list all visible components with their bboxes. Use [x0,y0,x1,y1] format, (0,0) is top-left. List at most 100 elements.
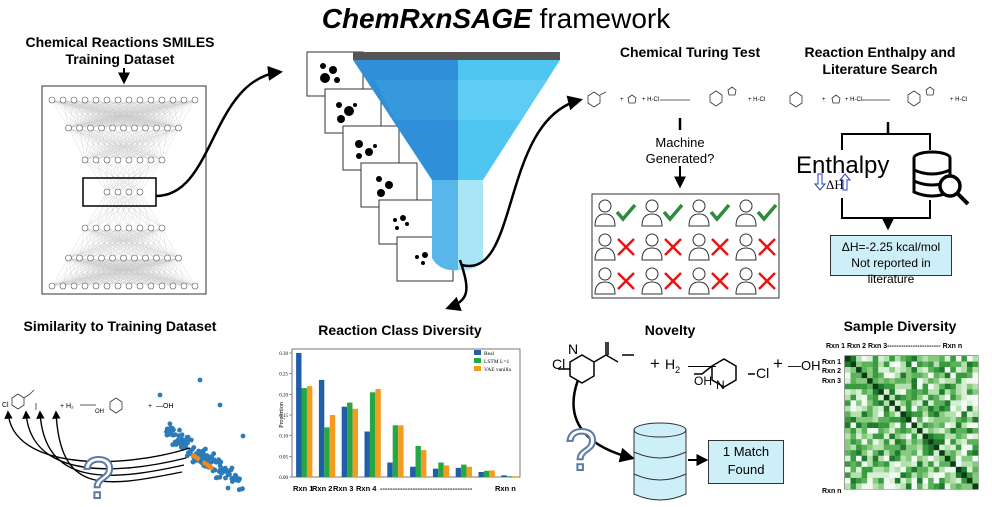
heatmap-cell [845,472,851,479]
scatter-point [234,477,240,483]
heatmap-cell [955,416,962,423]
nn-node [136,156,144,164]
bar-lstm-l-1 [369,392,376,477]
heatmap-cell [955,411,962,418]
heatmap-cell [939,466,945,473]
scatter-point [229,465,235,471]
heatmap-cell [911,389,918,395]
heatmap-cell [905,455,912,462]
heatmap-cell [950,477,957,484]
heatmap-cell [889,477,896,484]
heatmap-cell [922,422,929,429]
heatmap-cell [878,400,884,407]
heatmap-cell [911,422,918,429]
heatmap-cell [972,378,979,384]
heatmap-cell [867,416,873,423]
heatmap-cell [878,367,884,373]
sample-dot [334,77,340,83]
heatmap-cell [966,466,973,473]
heatmap-cell [905,361,912,368]
heatmap-cell [883,477,890,484]
heatmap-cell [872,466,879,473]
heatmap-cell [856,428,862,434]
heatmap-cell [850,461,857,468]
nn-node [114,188,122,196]
heatmap-cell [939,367,945,373]
heatmap-cell [872,372,879,379]
heatmap-cell [955,455,962,462]
heatmap-cell [889,428,896,434]
heatmap-cell [889,361,896,368]
heatmap-cell [955,433,962,440]
heatmap-cell [900,461,907,468]
heatmap-cell [872,477,879,484]
bar-lstm-l-1 [438,462,444,477]
scatter-point [170,442,176,448]
sample-diversity-label: Sample Diversity [843,318,957,334]
scatter-point [225,485,231,491]
nn-node [136,282,144,290]
heatmap-cell [889,422,896,429]
heatmap-cell [933,405,940,412]
heatmap-cell [867,450,873,456]
heatmap-cell [894,378,901,384]
nn-node [142,254,149,262]
heatmap-cell [939,394,945,401]
sample-dot [395,226,399,230]
heatmap-cell [889,439,896,445]
heatmap-cell [905,483,912,490]
heatmap-cell [966,450,973,456]
heatmap-cell [961,455,968,462]
heatmap-cell [856,378,862,384]
heatmap-cell [972,394,979,401]
heatmap-cell [883,372,890,379]
nn-node [98,124,105,132]
heatmap-cell [867,389,873,395]
nn-node [81,96,89,104]
x-tick-label: ------------------------------------- [380,484,473,493]
heatmap-cell [933,428,940,434]
heatmap-cell [856,477,862,484]
nn-node [191,96,199,104]
training-dataset-label: Chemical Reactions SMILES Training Datas… [25,34,215,67]
scatter-point [166,430,172,436]
heatmap-cell [955,367,962,373]
heatmap-cell [922,483,929,490]
check-icon [756,203,778,222]
nn-node [48,96,56,104]
heatmap-cell [939,416,945,423]
heatmap-cell [905,477,912,484]
bar-lstm-l-1 [392,425,399,477]
novelty-database-icon [633,422,687,501]
heatmap-cell [928,428,934,434]
heatmap-cell [961,356,968,362]
nn-node [164,254,171,262]
heatmap-cell [850,356,857,362]
heatmap-cell [933,422,940,429]
novelty-h2: H2 [665,356,681,375]
nn-node [191,282,199,290]
heatmap-cell [883,450,890,456]
heatmap-cell [972,416,979,423]
nn-node [147,282,155,290]
match-count: 1 Match [722,444,770,459]
scatter-point [217,402,223,408]
heatmap-cell [861,466,868,473]
heatmap-cell [950,405,957,412]
novelty-oh: —OH [788,358,821,373]
heatmap-cell [905,367,912,373]
heatmap-cell [889,472,896,479]
heatmap-cell [917,466,923,473]
heatmap-cell [872,472,879,479]
heatmap-cell [889,389,896,395]
heatmap-cell [939,405,945,412]
heatmap-cell [861,439,868,445]
enthalpy-result-box: ΔH=-2.25 kcal/mol Not reported in litera… [830,235,952,286]
heatmap-cell [861,444,868,451]
heatmap-cell [889,461,896,468]
heatmap-cell [950,411,957,418]
heatmap-cell [850,455,857,462]
heatmap-cell [845,378,851,384]
x-tick-label: Rxn 1 [293,484,313,493]
